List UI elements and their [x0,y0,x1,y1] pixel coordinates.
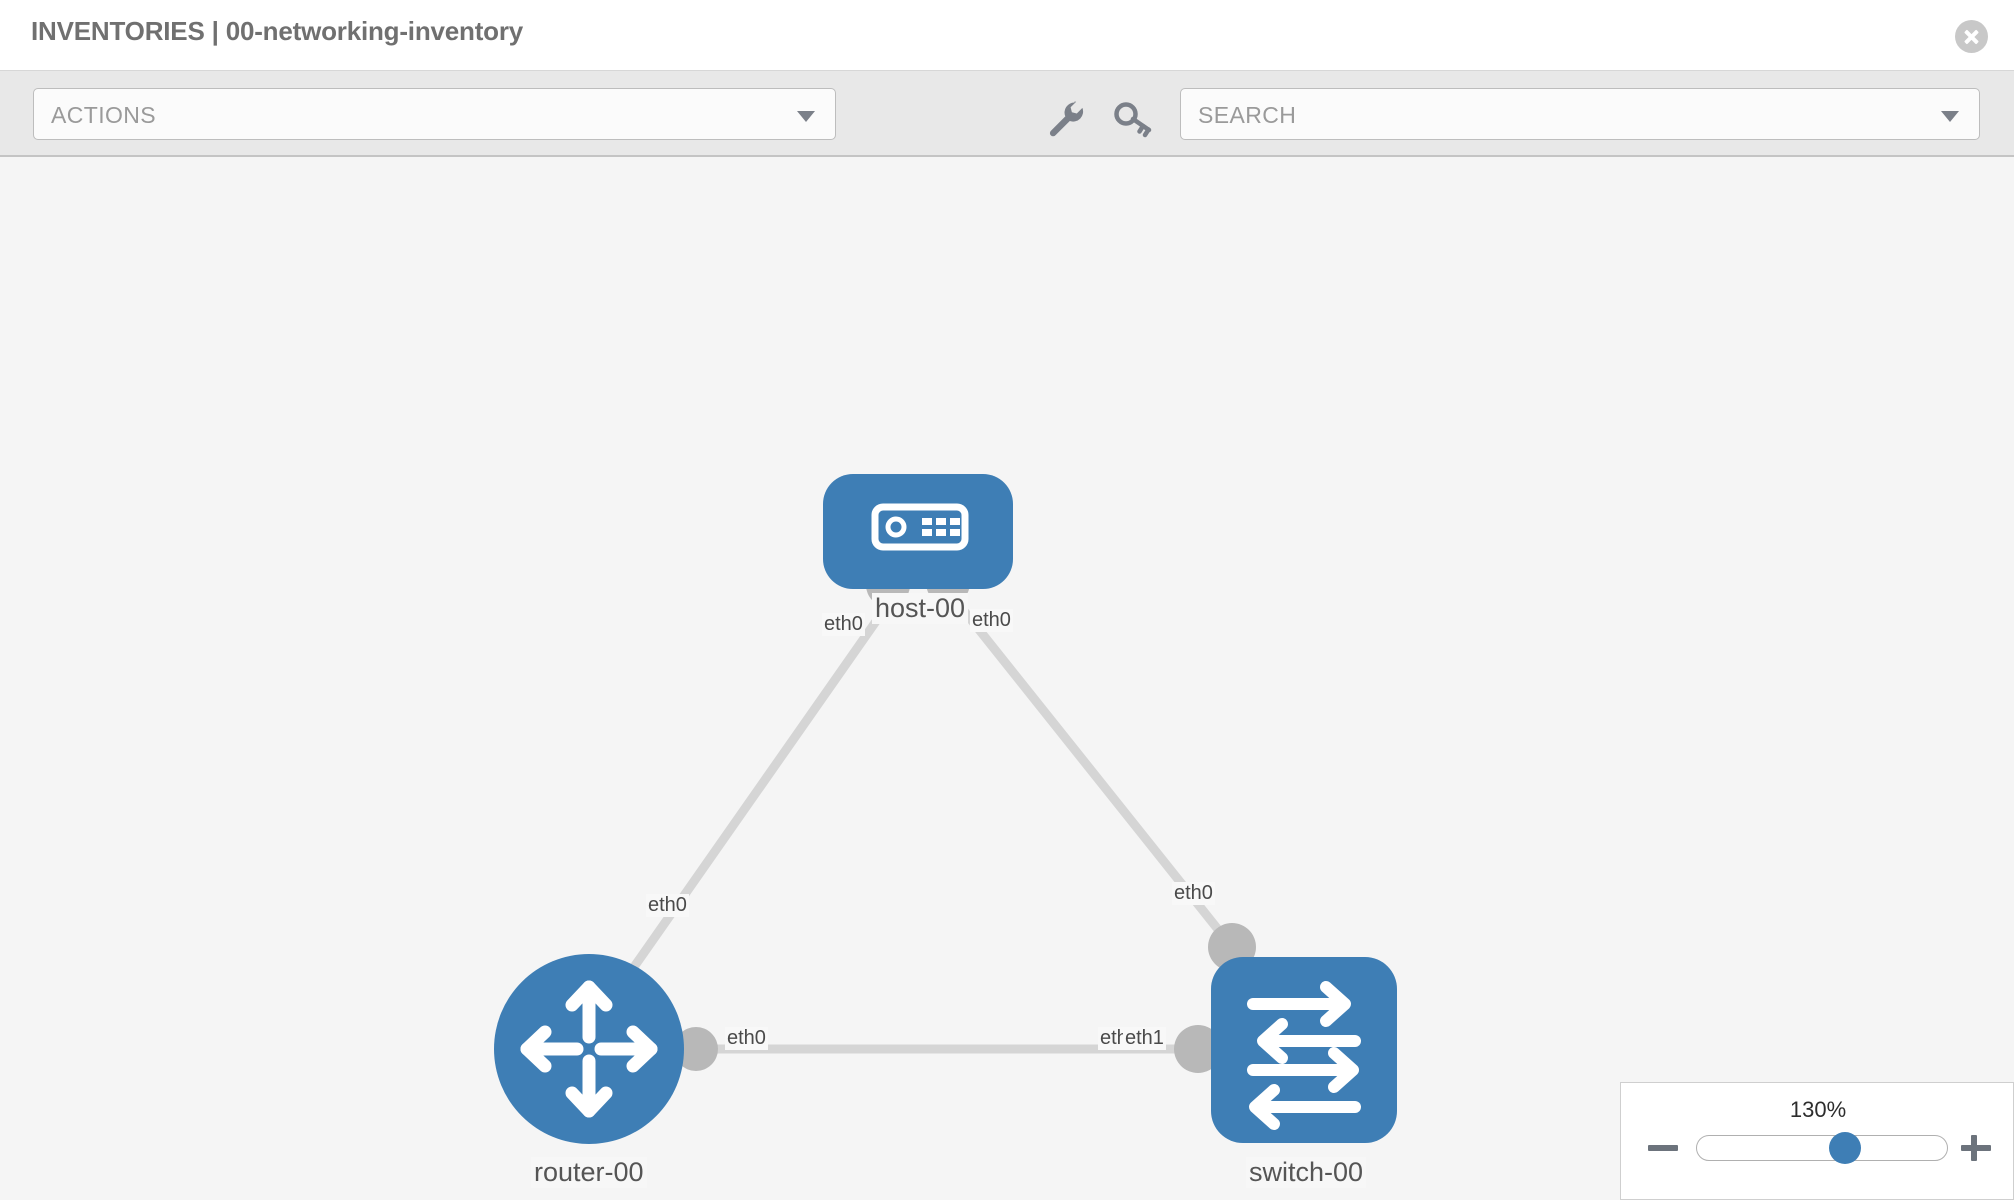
interface-label: eth0 [1172,882,1215,905]
zoom-slider[interactable] [1696,1132,1948,1164]
node-label-switch: switch-00 [1246,1157,1367,1188]
router-arrows-icon [520,980,658,1118]
topology-canvas[interactable]: host-00 router-00 switch-00 eth0 eth0 et… [0,157,2014,1200]
node-switch-00[interactable] [1211,957,1397,1143]
chevron-down-icon [797,111,815,122]
zoom-slider-handle[interactable] [1829,1132,1861,1164]
page-title: INVENTORIES | 00-networking-inventory [31,16,524,46]
search-input[interactable]: SEARCH [1180,88,1980,140]
close-icon[interactable] [1955,20,1988,53]
actions-dropdown[interactable]: ACTIONS [33,88,836,140]
node-host-00[interactable] [823,474,1013,589]
switch-arrows-icon [1247,981,1361,1130]
key-icon[interactable] [1112,97,1154,139]
zoom-in-button[interactable] [1959,1131,1993,1165]
page-header: INVENTORIES | 00-networking-inventory [0,0,2014,71]
interface-label: eth0 [725,1027,768,1050]
topology-edges [616,584,1244,1054]
edge-host-router[interactable] [616,584,904,990]
topology-connectors [674,561,1256,1073]
toolbar: ACTIONS SEARCH [0,71,2014,157]
actions-dropdown-label: ACTIONS [51,102,157,128]
server-icon [871,503,969,551]
chevron-down-icon [1941,111,1959,122]
interface-label: eth0 [646,894,689,917]
topology-graph [494,474,1397,1144]
node-label-router: router-00 [531,1157,647,1188]
interface-label: eth1 [1123,1027,1166,1050]
node-router-00[interactable] [494,954,684,1144]
zoom-control: 130% [1620,1082,2014,1200]
connector-nub [1174,1025,1222,1073]
zoom-out-button[interactable] [1646,1131,1680,1165]
node-label-host: host-00 [872,593,969,624]
interface-label: eth0 [822,613,865,636]
zoom-level-label: 130% [1789,1097,1847,1122]
wrench-icon[interactable] [1044,97,1086,139]
interface-label: eth0 [970,609,1013,632]
connector-nub [674,1027,718,1071]
search-placeholder: SEARCH [1198,102,1297,128]
